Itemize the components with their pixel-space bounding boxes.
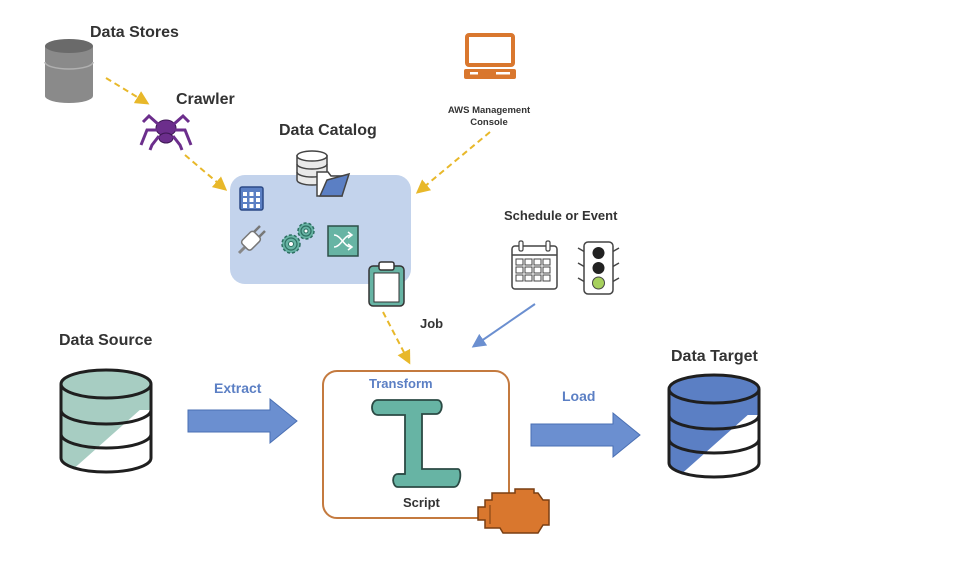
extract-arrow xyxy=(187,397,298,445)
catalog-folder-icon xyxy=(316,171,351,197)
data-target-label: Data Target xyxy=(671,348,758,365)
catalog-to-job-arrow xyxy=(382,311,411,365)
load-label: Load xyxy=(562,388,596,404)
data-target-database-icon xyxy=(667,373,761,479)
aws-console-label-line1: AWS Management xyxy=(447,105,531,116)
data-stores-label: Data Stores xyxy=(90,24,179,41)
console-to-catalog-arrow xyxy=(415,131,491,194)
transform-label: Transform xyxy=(369,376,433,391)
data-catalog-label: Data Catalog xyxy=(279,122,377,139)
crawler-label: Crawler xyxy=(176,91,235,108)
engine-icon xyxy=(477,488,550,534)
script-label: Script xyxy=(403,495,440,510)
data-catalog-box xyxy=(230,175,411,284)
aws-console-label-line2: Console xyxy=(470,117,508,128)
script-scroll-icon xyxy=(371,399,462,488)
data-source-database-icon xyxy=(59,368,153,474)
traffic-light-icon xyxy=(577,241,620,295)
load-arrow xyxy=(530,411,641,459)
gears-icon xyxy=(281,222,315,254)
connection-plug-icon xyxy=(237,225,266,255)
extract-label: Extract xyxy=(214,380,262,396)
clipboard-icon xyxy=(368,261,405,307)
aws-console-monitor-icon xyxy=(464,33,516,79)
table-grid-icon xyxy=(239,186,264,211)
calendar-icon xyxy=(511,240,558,290)
aws-console-label: AWS Management Console xyxy=(440,105,538,129)
stores-to-crawler-arrow xyxy=(105,77,150,105)
job-label: Job xyxy=(420,316,444,331)
transform-shuffle-icon xyxy=(327,225,359,257)
schedule-or-event-label: Schedule or Event xyxy=(504,208,618,223)
schedule-to-job-arrow xyxy=(471,303,536,348)
data-source-label: Data Source xyxy=(59,332,153,349)
crawler-spider-icon xyxy=(139,113,193,151)
data-stores-icon xyxy=(44,39,94,103)
crawler-to-catalog-arrow xyxy=(184,154,228,191)
